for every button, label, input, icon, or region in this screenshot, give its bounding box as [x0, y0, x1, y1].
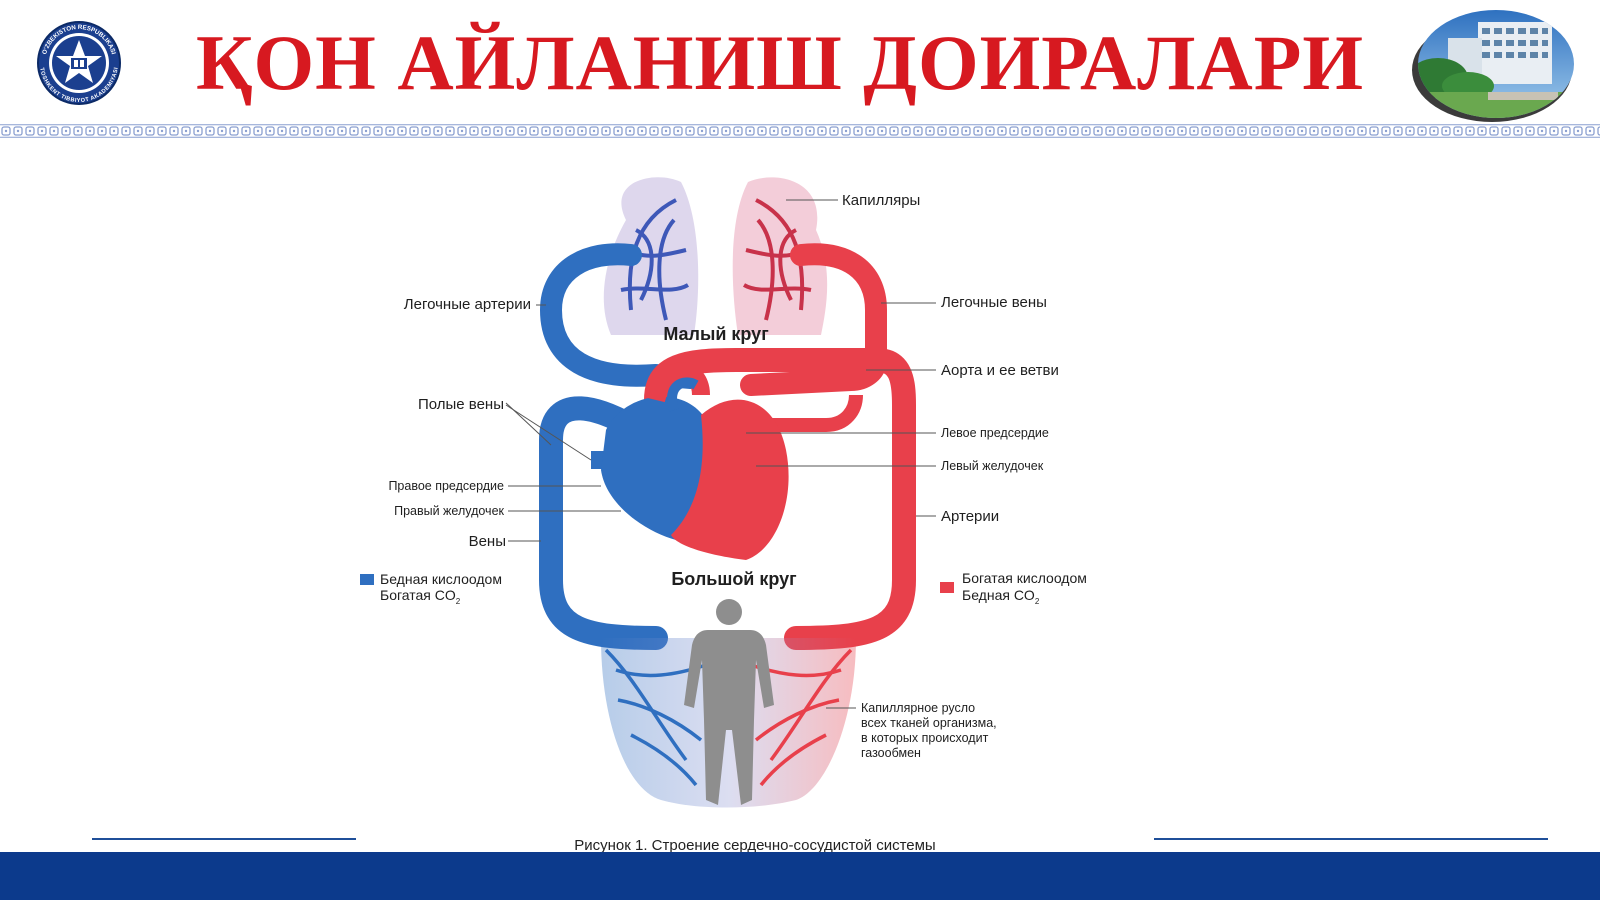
- legend-poor-line1: Бедная кислоодом: [380, 571, 502, 587]
- legend-poor-line2: Богатая CO2: [380, 587, 461, 606]
- label-right-atrium: Правое предсердие: [388, 479, 504, 493]
- capillary-bed-line-2: всех тканей организма,: [861, 716, 997, 730]
- capillary-bed-line-1: Капиллярное русло: [861, 701, 975, 715]
- legend-rich-line1: Богатая кислоодом: [962, 570, 1087, 586]
- capillary-bed-line-3: в которых происходит: [861, 731, 989, 745]
- label-vena-cava: Полые вены: [418, 396, 504, 413]
- heart: [601, 362, 789, 560]
- label-left-ventricle: Левый желудочек: [941, 459, 1044, 473]
- circulation-diagram: Капилляры Легочные артерии Легочные вены…: [356, 160, 1154, 862]
- campus-building-photo: [1412, 10, 1574, 122]
- university-emblem-icon: O'ZBEKISTON RESPUBLIKASI TOSHKENT TIBBIY…: [37, 21, 121, 105]
- legend-swatch-blue: [360, 574, 374, 585]
- footer-line-right: [1154, 838, 1548, 840]
- label-right-ventricle: Правый желудочек: [394, 504, 504, 518]
- label-pulmonary-veins: Легочные вены: [941, 294, 1047, 311]
- label-big-circle: Большой круг: [671, 569, 797, 589]
- footer-line-left: [92, 838, 356, 840]
- slide-title: ҚОН АЙЛАНИШ ДОИРАЛАРИ: [195, 19, 1365, 106]
- label-capillary-bed: Капиллярное русло всех тканей организма,…: [861, 701, 997, 760]
- label-capillaries: Капилляры: [842, 192, 920, 209]
- legend-oxygen-rich: Богатая кислоодом Бедная CO2: [940, 570, 1087, 606]
- label-small-circle: Малый круг: [663, 324, 769, 344]
- label-veins: Вены: [469, 533, 506, 550]
- legend-oxygen-poor: Бедная кислоодом Богатая CO2: [360, 571, 502, 606]
- lungs: [603, 177, 828, 335]
- figure-caption: Рисунок 1. Строение сердечно-сосудистой …: [574, 837, 936, 854]
- human-silhouette-icon: [684, 599, 774, 805]
- label-aorta: Аорта и ее ветви: [941, 362, 1059, 379]
- footer-bar: [0, 852, 1600, 900]
- capillary-bed-line-4: газообмен: [861, 746, 921, 760]
- legend-swatch-red: [940, 582, 954, 593]
- label-arteries: Артерии: [941, 508, 999, 525]
- legend-rich-line2: Бедная CO2: [962, 587, 1040, 606]
- ornament-band: [0, 124, 1600, 138]
- label-pulmonary-arteries: Легочные артерии: [404, 296, 531, 313]
- label-left-atrium: Левое предсердие: [941, 426, 1049, 440]
